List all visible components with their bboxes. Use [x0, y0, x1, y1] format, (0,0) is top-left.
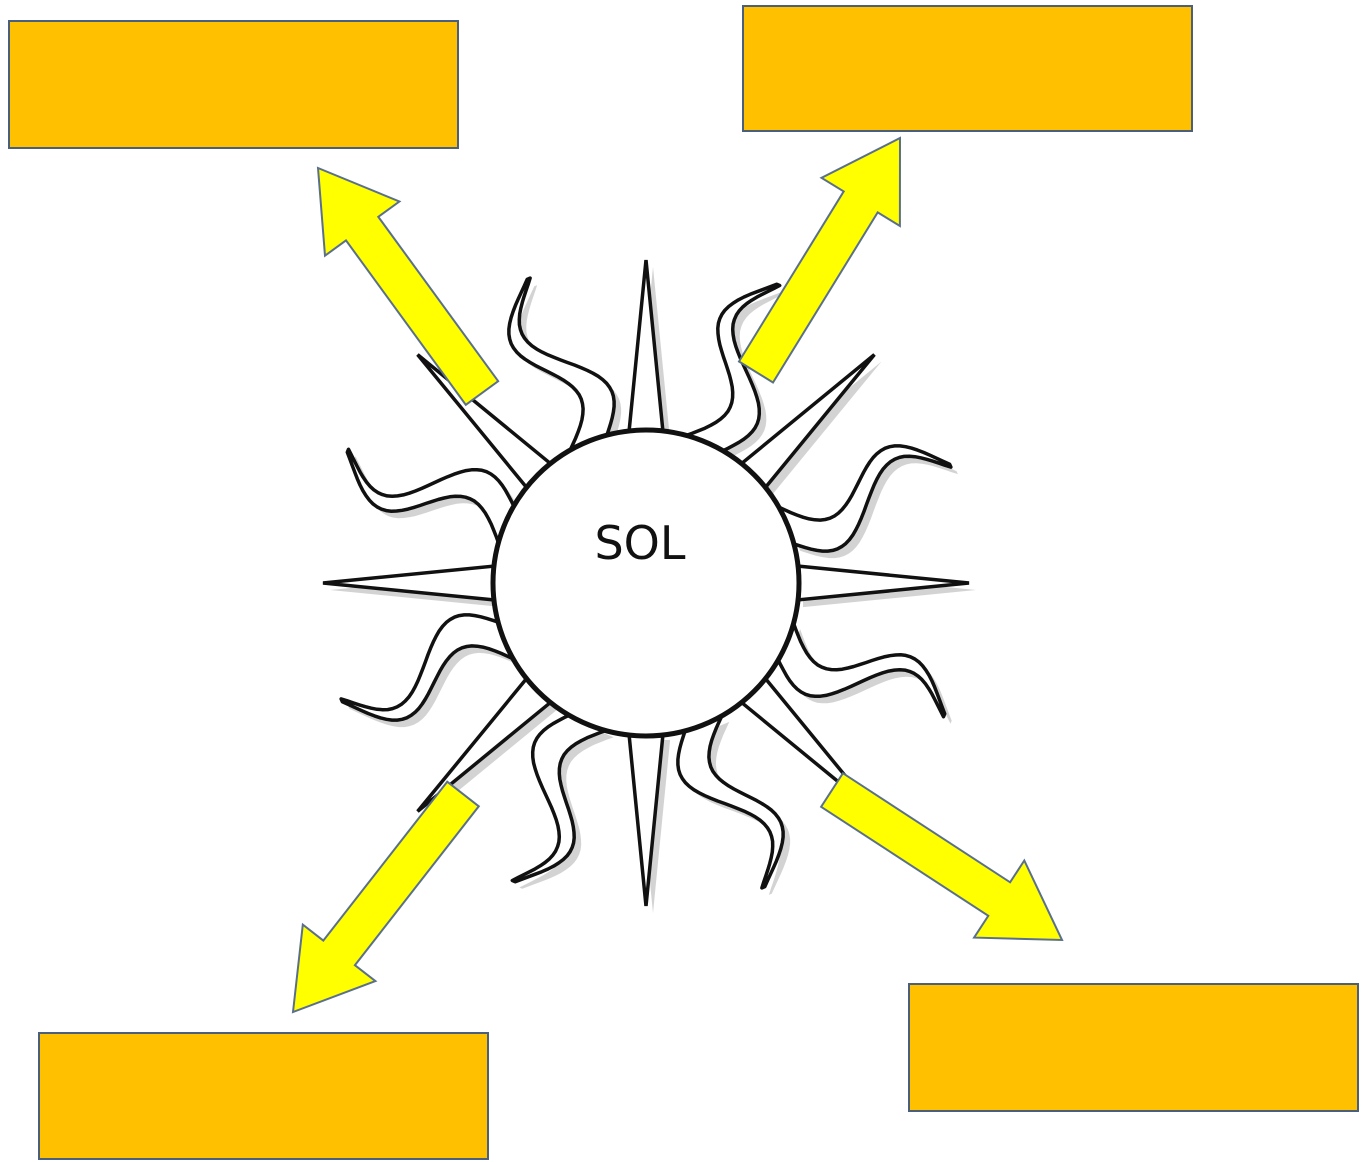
sun-ray-wavy [678, 715, 783, 888]
sun-ray-straight [418, 677, 552, 811]
arrow-up-left [318, 168, 498, 405]
label-box-top-right[interactable] [742, 5, 1193, 132]
sun-ray-wavy [509, 278, 614, 451]
label-box-bottom-right[interactable] [908, 983, 1359, 1112]
arrow-up-right [739, 138, 900, 383]
label-box-top-left[interactable] [8, 20, 459, 149]
sun-label: SOL [540, 505, 740, 581]
sun-ray-wavy [347, 449, 514, 543]
sun-ray-wavy [778, 622, 945, 716]
sun-circle [493, 430, 799, 736]
arrow-down-left [293, 782, 479, 1012]
arrow-down-right [821, 773, 1062, 940]
label-box-bottom-left[interactable] [38, 1032, 489, 1160]
